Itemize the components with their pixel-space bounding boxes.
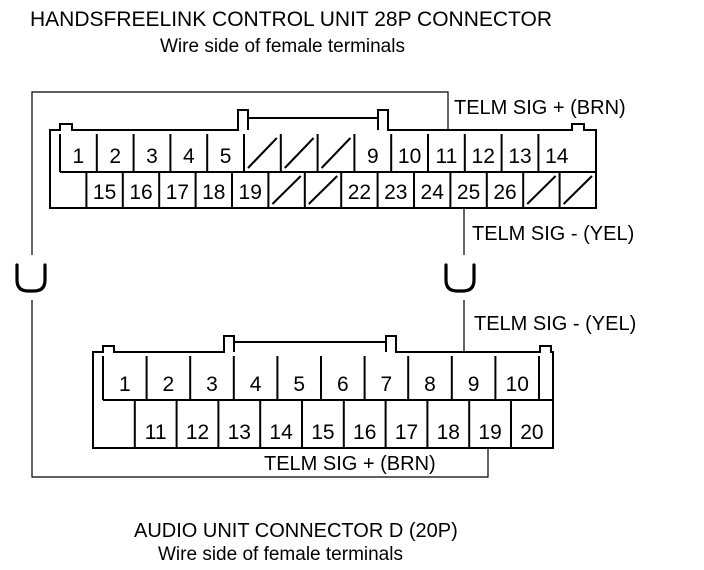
connector-28p-pin-5: 5 (220, 145, 232, 168)
connector-20p-pin-7: 7 (381, 373, 393, 396)
connector-20p-pin-9: 9 (468, 373, 480, 396)
connector-28p-pin-23: 23 (384, 181, 407, 204)
connector-20p-pin-15: 15 (311, 421, 334, 444)
wire-continuation-hook-right (444, 263, 476, 293)
connector-20p-pin-11: 11 (145, 421, 167, 444)
connector-28p-pin-12: 12 (472, 145, 495, 168)
label-telm-sig-plus-bottom: TELM SIG + (BRN) (264, 453, 436, 475)
connector-20p-pin-20: 20 (520, 421, 543, 444)
connector-20p-pin-18: 18 (437, 421, 460, 444)
connector-20p-pin-19: 19 (478, 421, 501, 444)
connector-20p-pin-4: 4 (250, 373, 262, 396)
connector-28p-pin-9: 9 (367, 145, 379, 168)
connector-20p-pin-3: 3 (206, 373, 218, 396)
connector-28p-pin-17: 17 (166, 181, 189, 204)
connector-20p-pin-8: 8 (424, 373, 436, 396)
connector-28p-empty-cavity (562, 175, 593, 205)
page-subtitle: Wire side of female terminals (160, 36, 405, 57)
connector-28p-empty-cavity (308, 175, 338, 205)
connector-20p-pin-2: 2 (163, 373, 175, 396)
page-title: HANDSFREELINK CONTROL UNIT 28P CONNECTOR (30, 8, 552, 31)
connector-28p-pin-25: 25 (457, 181, 480, 204)
connector-20p-row2: 11 12 13 14 15 16 17 18 19 20 (92, 400, 544, 448)
connector-28p-pin-15: 15 (93, 181, 116, 204)
connector-28p-pin-10: 10 (398, 145, 421, 168)
connector-20p-row1: 1 2 3 4 5 6 7 8 9 10 (102, 356, 540, 400)
connector-20p-pin-6: 6 (337, 373, 349, 396)
connector-28p-pin-16: 16 (129, 181, 152, 204)
connector-28p-pin-19: 19 (239, 181, 262, 204)
connector-28p-empty-cavity (247, 137, 278, 169)
footer-subtitle: Wire side of female terminals (158, 544, 403, 565)
wire-continuation-hook-left (15, 263, 47, 293)
connector-28p-empty-cavity (320, 137, 352, 169)
connector-20p-pin-13: 13 (228, 421, 251, 444)
label-telm-sig-minus-top: TELM SIG - (YEL) (472, 223, 634, 245)
connector-20p-pin-16: 16 (353, 421, 376, 444)
connector-28p-pin-11: 11 (435, 145, 457, 168)
connector-28p-row2: 15 16 17 18 19 22 23 24 25 26 (49, 172, 593, 208)
connector-28p-empty-cavity (284, 137, 315, 169)
connector-28p-pin-2: 2 (109, 145, 121, 168)
connector-28p-pin-13: 13 (508, 145, 531, 168)
connector-28p-pin-26: 26 (493, 181, 516, 204)
connector-20p-pin-12: 12 (186, 421, 209, 444)
connector-28p-pin-14: 14 (545, 145, 569, 168)
wire-telm-sig-plus-top (31, 91, 449, 255)
connector-20p-pin-1: 1 (119, 373, 131, 396)
connector-28p-empty-cavity (526, 175, 557, 205)
connector-28p-pin-22: 22 (348, 181, 371, 204)
footer-title: AUDIO UNIT CONNECTOR D (20P) (134, 520, 458, 542)
connector-28p-empty-cavity (271, 175, 302, 205)
connector-28p-pin-18: 18 (202, 181, 225, 204)
connector-28p-pin-1: 1 (73, 145, 85, 168)
connector-28p-pin-24: 24 (421, 181, 445, 204)
connector-20p-pin-10: 10 (506, 373, 529, 396)
connector-20p-pin-17: 17 (395, 421, 418, 444)
connector-20p-pin-14: 14 (269, 421, 293, 444)
connector-20p-pin-5: 5 (293, 373, 305, 396)
connector-28p-pin-4: 4 (183, 145, 195, 168)
wire-telm-sig-plus-bottom (31, 300, 489, 478)
label-telm-sig-plus-top: TELM SIG + (BRN) (454, 97, 626, 119)
label-telm-sig-minus-bottom: TELM SIG - (YEL) (474, 313, 636, 335)
connector-28p-pin-3: 3 (146, 145, 158, 168)
